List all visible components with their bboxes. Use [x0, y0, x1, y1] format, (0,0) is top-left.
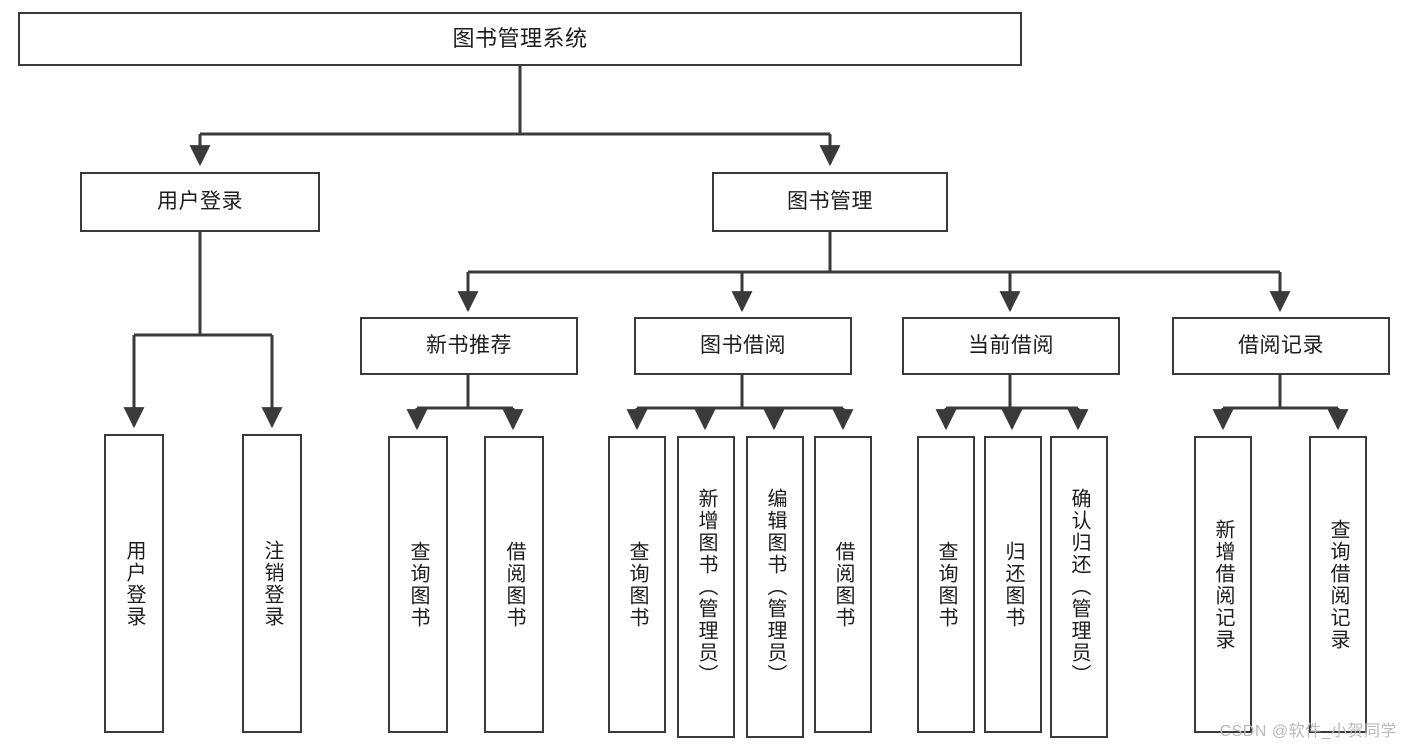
leaf-query-borrow-record[interactable]: 查询借阅记录 [1309, 436, 1367, 733]
node-book-management[interactable]: 图书管理 [712, 172, 948, 232]
leaf-add-book-admin-label: 新增图书（管理员） [695, 488, 717, 686]
watermark: CSDN @软件_小贺同学 [1219, 723, 1397, 740]
leaf-logout[interactable]: 注销登录 [242, 434, 302, 733]
node-book-management-label: 图书管理 [787, 189, 873, 213]
node-user-login[interactable]: 用户登录 [80, 172, 320, 232]
leaf-query-book-recommend[interactable]: 查询图书 [388, 436, 448, 733]
leaf-confirm-return-admin-label: 确认归还（管理员） [1068, 488, 1090, 686]
leaf-query-book-borrow-label: 查询图书 [626, 540, 648, 629]
leaf-return-book[interactable]: 归还图书 [984, 436, 1042, 733]
leaf-user-login-label: 用户登录 [123, 539, 145, 628]
leaf-query-book-borrow[interactable]: 查询图书 [608, 436, 666, 733]
node-borrow-record[interactable]: 借阅记录 [1172, 317, 1390, 375]
leaf-edit-book-admin[interactable]: 编辑图书（管理员） [746, 436, 804, 738]
node-book-borrow[interactable]: 图书借阅 [634, 317, 852, 375]
leaf-borrow-book-label: 借阅图书 [832, 540, 854, 629]
leaf-return-book-label: 归还图书 [1002, 540, 1024, 629]
leaf-add-borrow-record-label: 新增借阅记录 [1212, 518, 1234, 651]
leaf-user-login[interactable]: 用户登录 [104, 434, 164, 733]
leaf-query-borrow-record-label: 查询借阅记录 [1327, 518, 1349, 651]
node-new-book-recommend-label: 新书推荐 [426, 333, 512, 357]
leaf-borrow-book-recommend[interactable]: 借阅图书 [484, 436, 544, 733]
node-user-login-label: 用户登录 [157, 189, 243, 213]
node-current-borrow[interactable]: 当前借阅 [902, 317, 1120, 375]
node-root-label: 图书管理系统 [452, 26, 588, 52]
leaf-add-borrow-record[interactable]: 新增借阅记录 [1194, 436, 1252, 733]
node-new-book-recommend[interactable]: 新书推荐 [360, 317, 578, 375]
leaf-confirm-return-admin[interactable]: 确认归还（管理员） [1050, 436, 1108, 738]
node-book-borrow-label: 图书借阅 [700, 333, 786, 357]
node-borrow-record-label: 借阅记录 [1238, 333, 1324, 357]
leaf-add-book-admin[interactable]: 新增图书（管理员） [677, 436, 735, 738]
leaf-query-book-current[interactable]: 查询图书 [917, 436, 975, 733]
leaf-logout-label: 注销登录 [261, 539, 283, 628]
leaf-borrow-book[interactable]: 借阅图书 [814, 436, 872, 733]
node-current-borrow-label: 当前借阅 [968, 333, 1054, 357]
leaf-query-book-recommend-label: 查询图书 [407, 540, 429, 629]
leaf-edit-book-admin-label: 编辑图书（管理员） [764, 488, 786, 686]
leaf-borrow-book-recommend-label: 借阅图书 [503, 540, 525, 629]
leaf-query-book-current-label: 查询图书 [935, 540, 957, 629]
node-root[interactable]: 图书管理系统 [18, 12, 1022, 66]
